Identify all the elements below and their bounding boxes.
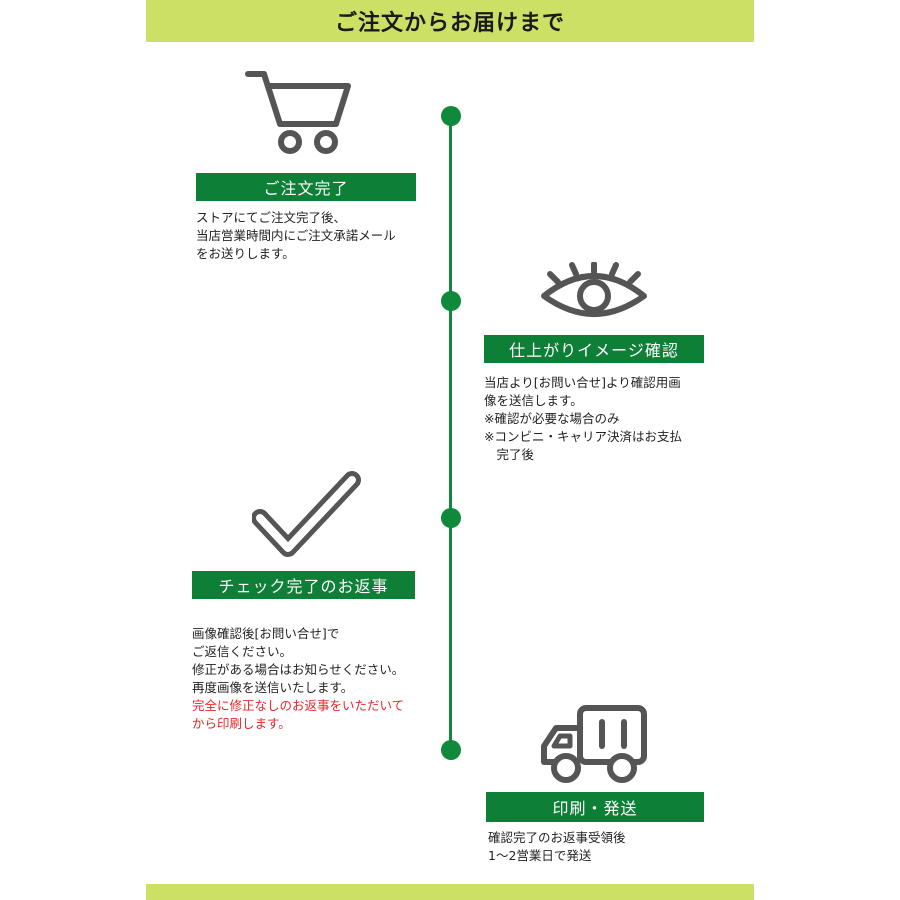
- step-label-print-ship: 印刷・発送: [486, 792, 704, 822]
- page-title: ご注文からお届けまで: [334, 11, 565, 36]
- step-description-image-confirmation: 当店より[お問い合せ]より確認用画 像を送信します。 ※確認が必要な場合のみ ※…: [484, 375, 682, 462]
- check-reply-instructions: 画像確認後[お問い合せ]で ご返信ください。 修正がある場合はお知らせください。…: [192, 626, 405, 695]
- delivery-truck-icon: [540, 704, 650, 784]
- step-label-check-reply: チェック完了のお返事: [192, 571, 415, 599]
- timeline-dot-step-2: [441, 291, 461, 311]
- step-label-order-complete: ご注文完了: [196, 173, 416, 201]
- step-label-image-confirmation: 仕上がりイメージ確認: [484, 335, 704, 363]
- timeline-dot-step-1: [441, 106, 461, 126]
- step-description-print-ship: 確認完了のお返事受領後 1〜2営業日で発送: [488, 830, 626, 863]
- timeline-dot-step-4: [441, 740, 461, 760]
- shopping-cart-icon: [244, 66, 354, 158]
- timeline-dot-step-3: [441, 508, 461, 528]
- eye-icon: [538, 261, 650, 320]
- step-description-check-reply: 画像確認後[お問い合せ]で ご返信ください。 修正がある場合はお知らせください。…: [192, 607, 442, 733]
- footer-bar: [146, 884, 754, 900]
- checkmark-icon: [251, 470, 362, 560]
- step-description-order-complete: ストアにてご注文完了後、 当店営業時間内にご注文承諾メール をお送りします。: [196, 210, 396, 261]
- header-bar: ご注文からお届けまで: [146, 0, 754, 42]
- timeline-line: [449, 116, 452, 750]
- check-reply-warning-note: 完全に修正なしのお返事をいただいて から印刷します。: [192, 698, 405, 731]
